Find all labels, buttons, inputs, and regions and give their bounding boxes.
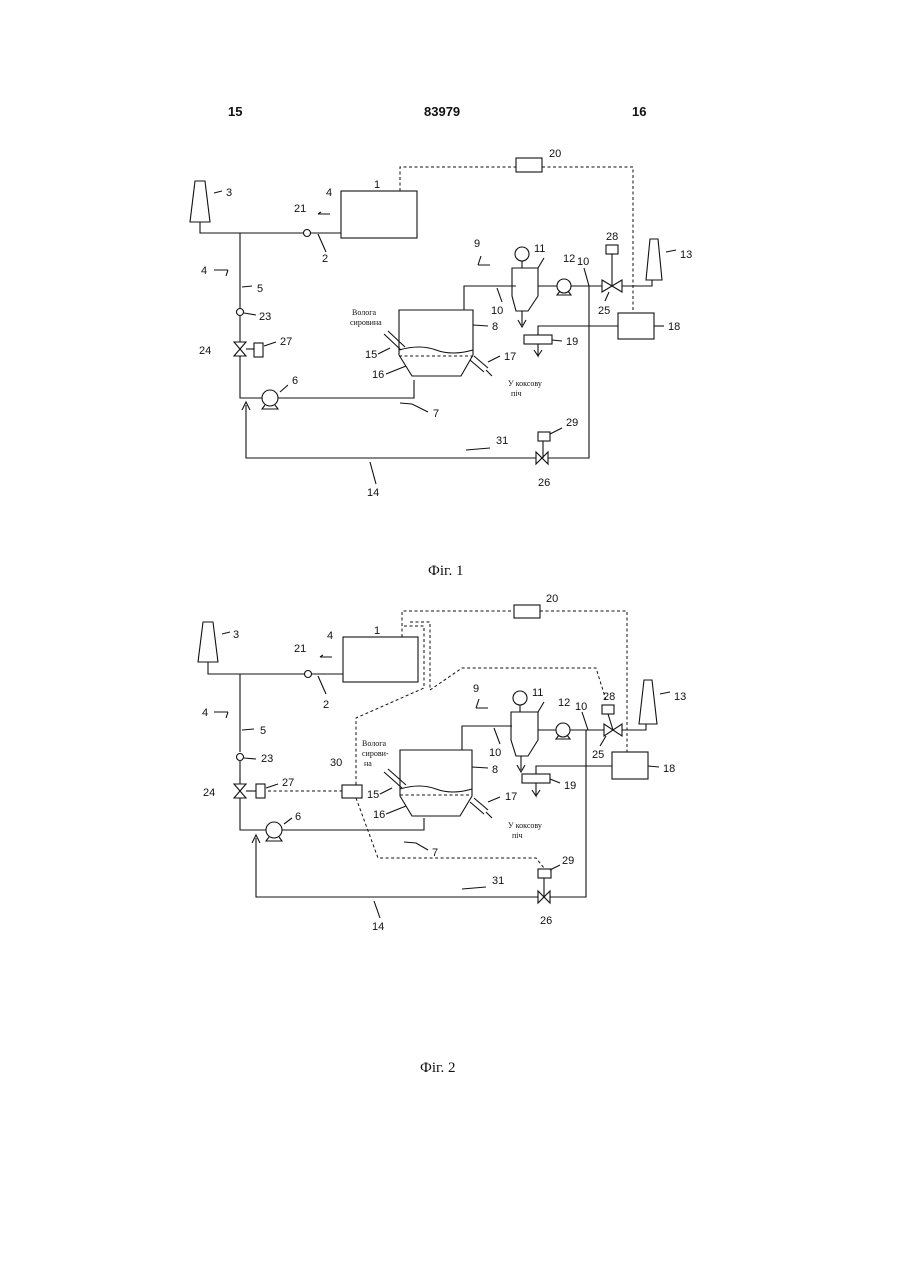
label-18: 18 bbox=[663, 763, 675, 775]
gauge-11 bbox=[513, 691, 527, 705]
cyclone-11 bbox=[511, 712, 538, 756]
recirculation-line-14 bbox=[550, 730, 586, 897]
actuator-29 bbox=[538, 869, 551, 878]
label-13: 13 bbox=[674, 691, 686, 703]
label-3: 3 bbox=[233, 629, 239, 641]
gas-line-2 bbox=[208, 662, 304, 674]
label-10: 10 bbox=[489, 747, 501, 759]
label-15: 15 bbox=[367, 789, 379, 801]
figure-2-caption: Фіг. 2 bbox=[420, 1060, 455, 1077]
label-19: 19 bbox=[564, 780, 576, 792]
label-26: 26 bbox=[540, 915, 552, 927]
chimney-13 bbox=[639, 680, 657, 724]
label-8: 8 bbox=[492, 764, 498, 776]
label-27: 27 bbox=[282, 777, 294, 789]
label-21: 21 bbox=[294, 643, 306, 655]
label-16: 16 bbox=[373, 809, 385, 821]
label-11: 11 bbox=[532, 687, 543, 699]
label-9: 9 bbox=[473, 683, 479, 695]
label-17: 17 bbox=[505, 791, 517, 803]
pump-6 bbox=[266, 822, 282, 838]
unit-1-box bbox=[343, 637, 418, 682]
label-20: 20 bbox=[546, 593, 558, 605]
dryer-8 bbox=[400, 750, 472, 816]
feed-label-line2: сирови- bbox=[362, 749, 389, 758]
unit-18 bbox=[612, 752, 648, 779]
fan-12 bbox=[556, 723, 570, 737]
label-29: 29 bbox=[562, 855, 574, 867]
separator-19 bbox=[522, 774, 550, 783]
sensor-23 bbox=[237, 754, 244, 761]
coke-label-line1: У коксову bbox=[508, 821, 542, 830]
chimney-3 bbox=[198, 622, 218, 662]
line-7 bbox=[282, 818, 424, 830]
actuator-28 bbox=[602, 705, 614, 714]
label-12: 12 bbox=[558, 697, 570, 709]
line-10 bbox=[462, 726, 512, 750]
label-23: 23 bbox=[261, 753, 273, 765]
label-1: 1 bbox=[374, 625, 380, 637]
label-14: 14 bbox=[372, 921, 384, 933]
label-24: 24 bbox=[203, 787, 215, 799]
actuator-27 bbox=[256, 784, 265, 798]
label-6: 6 bbox=[295, 811, 301, 823]
label-7: 7 bbox=[432, 847, 438, 859]
label-2: 2 bbox=[323, 699, 329, 711]
outlet-17 bbox=[470, 798, 492, 818]
controller-30 bbox=[342, 785, 362, 798]
label-5: 5 bbox=[260, 725, 266, 737]
label-4: 4 bbox=[327, 630, 333, 642]
label-30: 30 bbox=[330, 757, 342, 769]
label-25: 25 bbox=[592, 749, 604, 761]
label-28: 28 bbox=[603, 691, 615, 703]
feed-chute-15 bbox=[384, 769, 406, 788]
label-4b: 4 bbox=[202, 707, 208, 719]
coke-label-line2: піч bbox=[512, 831, 523, 840]
feed-label-line3: на bbox=[364, 759, 372, 768]
controller-20 bbox=[514, 605, 540, 618]
valve-24 bbox=[234, 784, 246, 798]
figure-2-diagram: 3 21 4 2 1 20 30 4 5 23 24 27 6 7 8 Воло… bbox=[0, 0, 901, 960]
label-10b: 10 bbox=[575, 701, 587, 713]
feed-label-line1: Волога bbox=[362, 739, 387, 748]
sensor-21 bbox=[305, 671, 312, 678]
label-31: 31 bbox=[492, 875, 504, 887]
